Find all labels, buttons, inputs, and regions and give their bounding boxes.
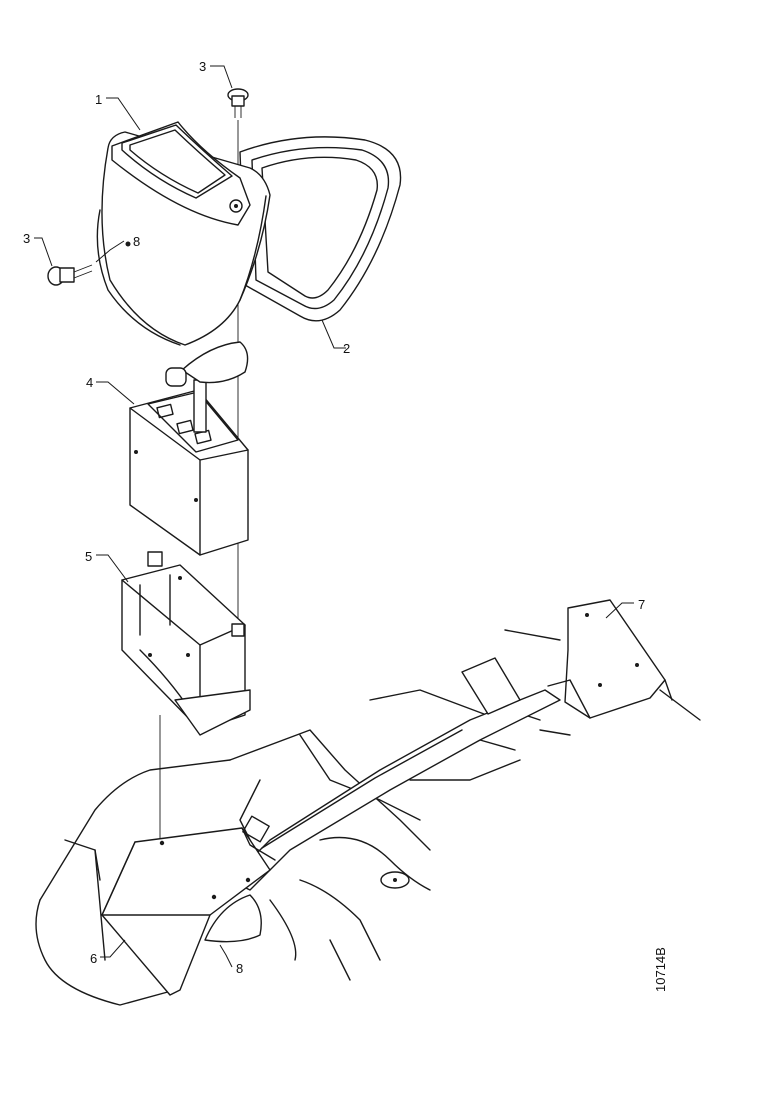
callout-3-left: 3 [23,231,30,246]
part-5-mounting-bracket [121,551,251,736]
part-3-screw-left [47,264,93,286]
callout-5: 5 [85,549,92,564]
callout-3-top: 3 [199,59,206,74]
callout-7: 7 [638,597,645,612]
figure-id: 10714B [653,947,668,992]
callout-8-top: 8 [133,234,140,249]
part-6-floor-bracket [101,815,276,996]
part-3-screw-top [227,88,249,118]
callout-6: 6 [90,951,97,966]
part-1-instrument-housing [96,121,271,346]
part-8-support-bar [204,657,561,943]
callout-4: 4 [86,375,93,390]
part-4-control-box [129,341,249,556]
part-2-seal-frame [239,136,402,322]
callout-2: 2 [343,341,350,356]
part-7-pedal-plate [547,599,673,719]
part-8-fastener-hole [125,241,131,247]
callout-8-bottom: 8 [236,961,243,976]
callout-1: 1 [95,92,102,107]
callout-leaders [34,65,634,968]
